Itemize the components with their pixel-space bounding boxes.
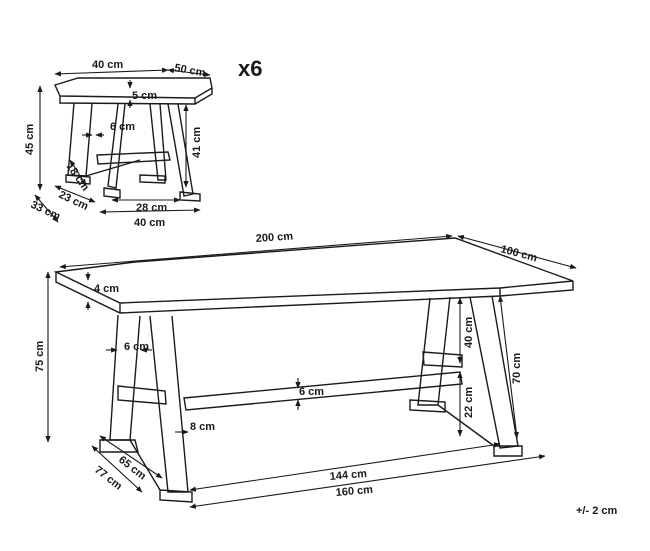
bench-depth-label: 50 cm (173, 62, 206, 79)
tolerance-label: +/- 2 cm (576, 505, 617, 517)
table-stretcher-height-label: 22 cm (463, 387, 475, 418)
table-dimensions (45, 233, 577, 509)
bench-base-depth-inner-label: 23 cm (57, 189, 91, 213)
table-foot-thickness-label: 8 cm (190, 421, 215, 433)
bench-drawing (54, 77, 213, 202)
bench-base-depth-outer-label: 33 cm (29, 199, 63, 223)
table-base-length-outer-label: 160 cm (335, 484, 373, 499)
table-leg-thickness-label: 6 cm (124, 341, 149, 353)
bench-leg-height-label: 41 cm (191, 127, 203, 158)
table-leg-to-stretcher-label: 40 cm (463, 317, 475, 348)
bench-base-width-outer-label: 40 cm (134, 217, 165, 229)
quantity-label: x6 (238, 56, 262, 81)
table-stretcher-thickness-label: 6 cm (299, 386, 324, 398)
table-base-depth-outer-label: 77 cm (92, 464, 124, 493)
bench-dimensions (34, 67, 211, 223)
bench-base-width-inner-label: 28 cm (136, 202, 167, 214)
bench-width-label: 40 cm (92, 59, 123, 71)
bench-height-label: 45 cm (24, 124, 36, 155)
table-base-length-inner-label: 144 cm (329, 468, 367, 483)
bench-leg-thickness-label: 6 cm (110, 121, 135, 133)
table-top-thickness-label: 4 cm (94, 283, 119, 295)
table-height-label: 75 cm (34, 341, 46, 372)
bench-top-thickness-label: 5 cm (132, 90, 157, 102)
table-leg-height-label: 70 cm (511, 353, 523, 384)
table-length-label: 200 cm (255, 230, 293, 245)
